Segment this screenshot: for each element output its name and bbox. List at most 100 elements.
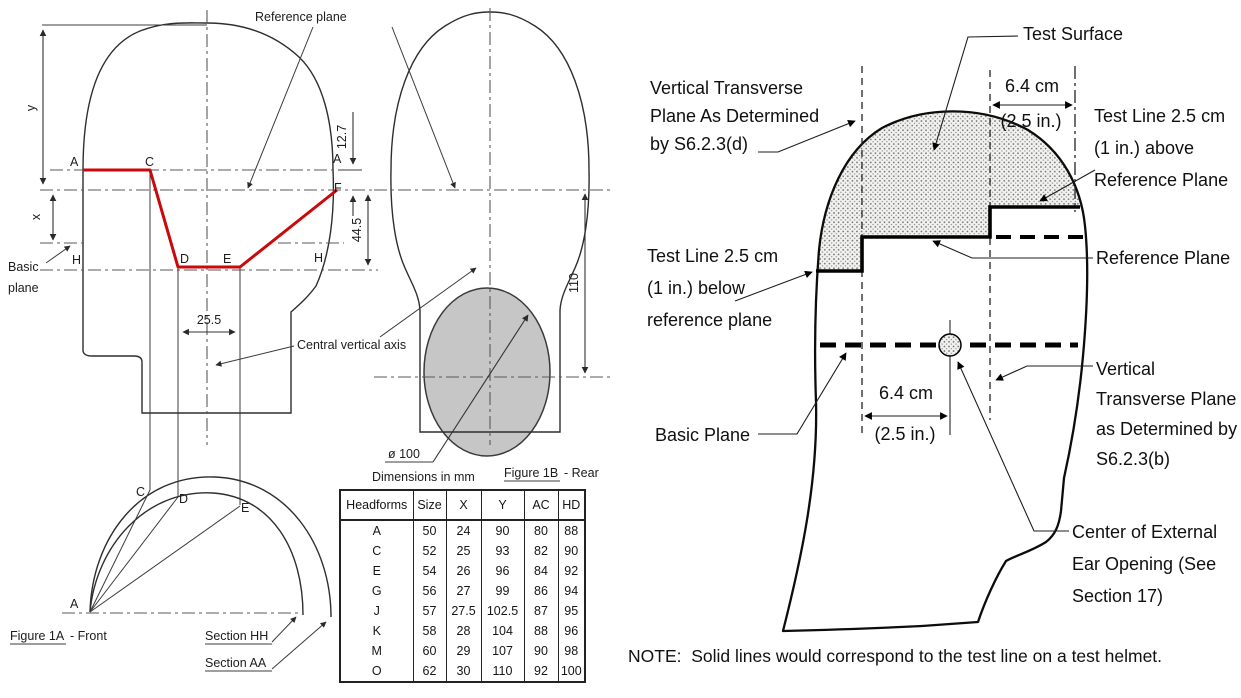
figure-left: Reference plane Basic plane Central vert… (8, 8, 612, 672)
section-hh-label: Section HH (205, 629, 268, 643)
table-cell: 86 (523, 581, 558, 601)
table-cell: 27.5 (445, 601, 481, 621)
fig1a-caption-suffix: - Front (70, 629, 107, 643)
point-a-label: A (70, 155, 79, 169)
front-head-outline (82, 22, 335, 414)
vtp-d-line1: Vertical Transverse (650, 78, 804, 98)
table-cell: 93 (480, 541, 524, 561)
section-fan-e (89, 505, 241, 613)
basic-plane-label-right: Basic Plane (655, 425, 750, 446)
table-cell: 87 (523, 601, 558, 621)
table-header-row: Headforms Size X Y AC HD (340, 490, 585, 521)
col-size: Size (412, 490, 446, 521)
dim-upper-inches: (2.5 in.) (1000, 111, 1062, 131)
col-x: X (445, 490, 481, 521)
table-cell: 60 (412, 641, 446, 661)
table-cell: 90 (557, 541, 585, 561)
table-cell: 24 (445, 520, 481, 541)
central-axis-leader-rear (379, 267, 477, 338)
test-surface-label: Test Surface (1023, 24, 1123, 45)
table-cell: 88 (557, 520, 585, 541)
table-cell: 30 (445, 661, 481, 682)
basic-plane-label-line1: Basic (8, 260, 39, 274)
table-cell: C (372, 544, 382, 558)
dim-255-label: 25.5 (197, 313, 221, 327)
table-cell: 110 (480, 661, 524, 682)
red-test-line (83, 168, 338, 269)
ear-opening-circle (938, 333, 962, 357)
basic-plane-leader (45, 245, 71, 264)
table-cell: 100 (557, 661, 585, 682)
section-aa-label: Section AA (205, 656, 267, 670)
tla-line1: Test Line 2.5 cm (1094, 106, 1226, 126)
point-c-label: C (145, 155, 154, 169)
dim-445-label: 44.5 (350, 218, 364, 242)
col-headforms: Headforms (340, 490, 413, 521)
test-line-above-label: Test Line 2.5 cm (1 in.) above Reference… (1094, 100, 1228, 196)
table-cell: 56 (412, 581, 446, 601)
table-cell: 52 (412, 541, 446, 561)
table-cell: 92 (523, 661, 558, 682)
test-line-below-label: Test Line 2.5 cm (1 in.) below reference… (647, 240, 778, 336)
tlb-line1: Test Line 2.5 cm (647, 246, 779, 266)
table-cell: 84 (523, 561, 558, 581)
test-line-solid (816, 205, 1080, 273)
ear-line1: Center of External (1072, 522, 1218, 542)
table-cell: 50 (412, 520, 446, 541)
test-line-below-leader (734, 270, 813, 302)
table-cell: 25 (445, 541, 481, 561)
vtp-b-leader (995, 365, 1093, 381)
ear-line2: Ear Opening (See (1072, 554, 1217, 574)
table-cell: 90 (523, 641, 558, 661)
ear-line3: Section 17) (1072, 586, 1164, 606)
rear-circle (423, 287, 551, 457)
tla-line2: (1 in.) above (1094, 138, 1195, 158)
point-h-right-label: H (314, 251, 323, 265)
table-cell: 92 (557, 561, 585, 581)
dimensions-mm-label: Dimensions in mm (372, 470, 475, 484)
table-cell: J (373, 604, 380, 618)
tlb-line3: reference plane (647, 310, 773, 330)
table-cell: E (372, 564, 381, 578)
table-cell: 80 (523, 520, 558, 541)
table-cell: 99 (480, 581, 524, 601)
basic-plane-label-line2: plane (8, 281, 39, 295)
dim-lower-value: 6.4 cm (878, 383, 934, 403)
table-cell: 57 (412, 601, 446, 621)
fig1b-caption: Figure 1B (504, 466, 558, 480)
table-cell: 90 (480, 520, 524, 541)
col-hd: HD (557, 490, 585, 521)
fig1a-caption: Figure 1A (10, 629, 65, 643)
table-cell: 54 (412, 561, 446, 581)
table-cell: 107 (480, 641, 524, 661)
vtp-d-line3: by S6.2.3(d) (650, 134, 749, 154)
test-surface-text: Test Surface (1023, 24, 1124, 44)
dim-127-label: 12.7 (335, 125, 349, 149)
dim-x-label: x (29, 213, 43, 220)
basic-plane-text: Basic Plane (655, 425, 751, 445)
table-cell: 102.5 (480, 601, 524, 621)
vtp-d-line2: Plane As Determined (650, 106, 820, 126)
table-cell: O (371, 664, 382, 678)
section-fan-c (89, 489, 151, 613)
table-cell: 26 (445, 561, 481, 581)
col-ac: AC (523, 490, 558, 521)
table-cell: 96 (480, 561, 524, 581)
central-axis-label: Central vertical axis (297, 338, 406, 352)
table-cell: A (372, 524, 381, 538)
dim-lower-inches: (2.5 in.) (874, 424, 936, 444)
test-surface-leader (932, 35, 1019, 151)
vtp-b-line2: Transverse Plane (1096, 389, 1237, 409)
section-d-label: D (179, 492, 188, 506)
table-cell: 29 (445, 641, 481, 661)
section-e-label: E (241, 501, 249, 515)
